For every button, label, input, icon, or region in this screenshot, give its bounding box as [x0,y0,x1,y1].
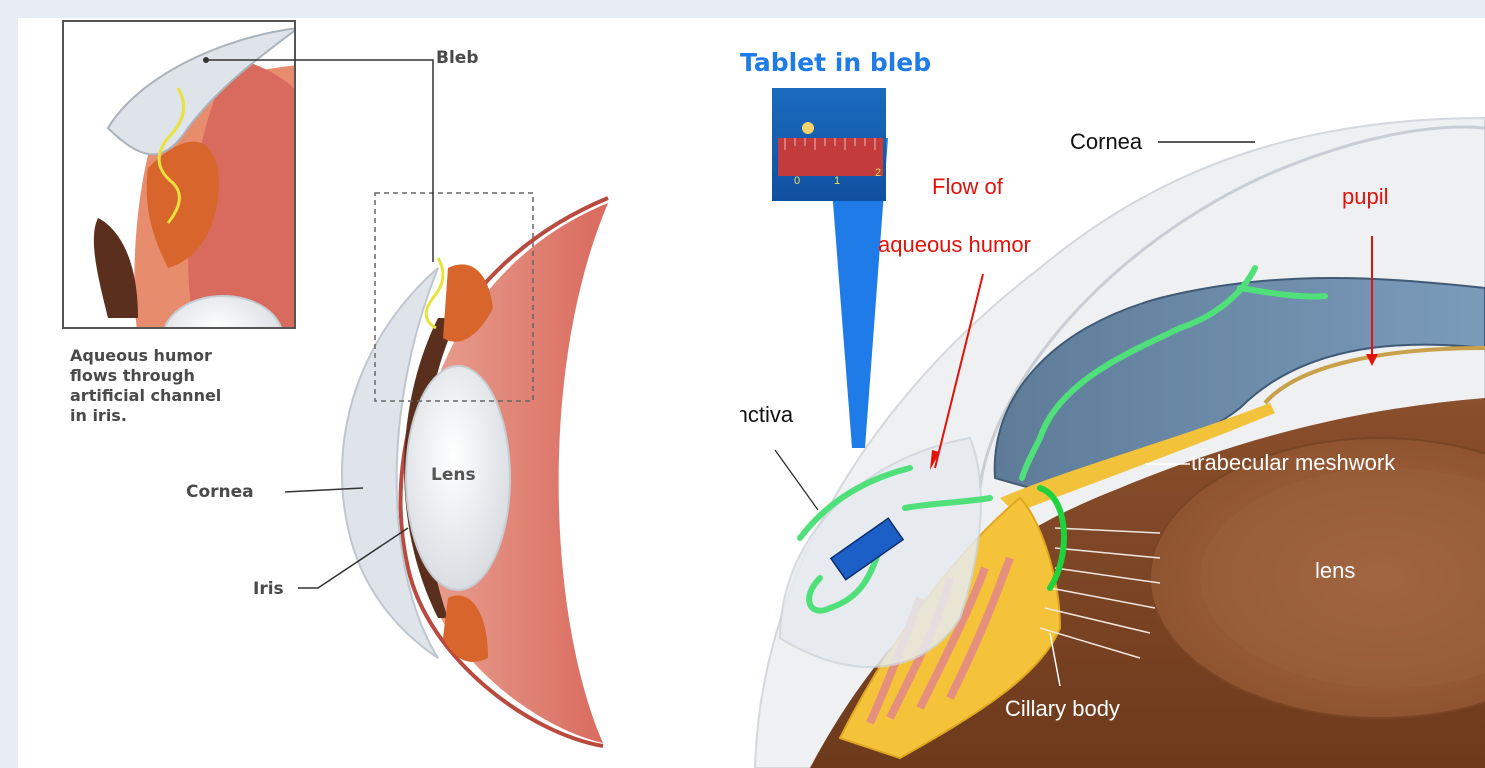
trabecular-label: trabecular meshwork [1191,452,1395,474]
aqueous-caption: Aqueous humor flows through artificial c… [70,346,330,426]
caption-line: flows through [70,366,330,386]
conjunctiva-label: conjunctiva [740,404,793,426]
tablet-title: Tablet in bleb [740,50,931,75]
lens-label-left: Lens [431,467,476,484]
lens-label-right: lens [1315,560,1355,582]
ruler-tick: 1 [834,176,840,187]
caption-line: Aqueous humor [70,346,330,366]
cornea-label-right: Cornea [1070,131,1142,153]
caption-line: in iris. [70,406,330,426]
bleb-label: Bleb [436,50,478,67]
iris-label: Iris [253,581,284,598]
caption-line: artificial channel [70,386,330,406]
ruler-tick: 0 [794,176,800,187]
flow-label-line2: aqueous humor [878,234,1031,256]
cornea-label-left: Cornea [186,484,254,501]
right-eye-diagram: Tablet in bleb 0 1 2 Cornea Flow of aque… [740,18,1485,768]
conjunctiva-leader-line [775,450,818,510]
ciliary-label: Cillary body [1005,698,1120,720]
left-eye-diagram: Bleb Aqueous humor flows through artific… [18,18,740,768]
ruler-tick: 2 [875,168,881,179]
flow-label-line1: Flow of [932,176,1003,198]
pupil-label: pupil [1342,186,1388,208]
